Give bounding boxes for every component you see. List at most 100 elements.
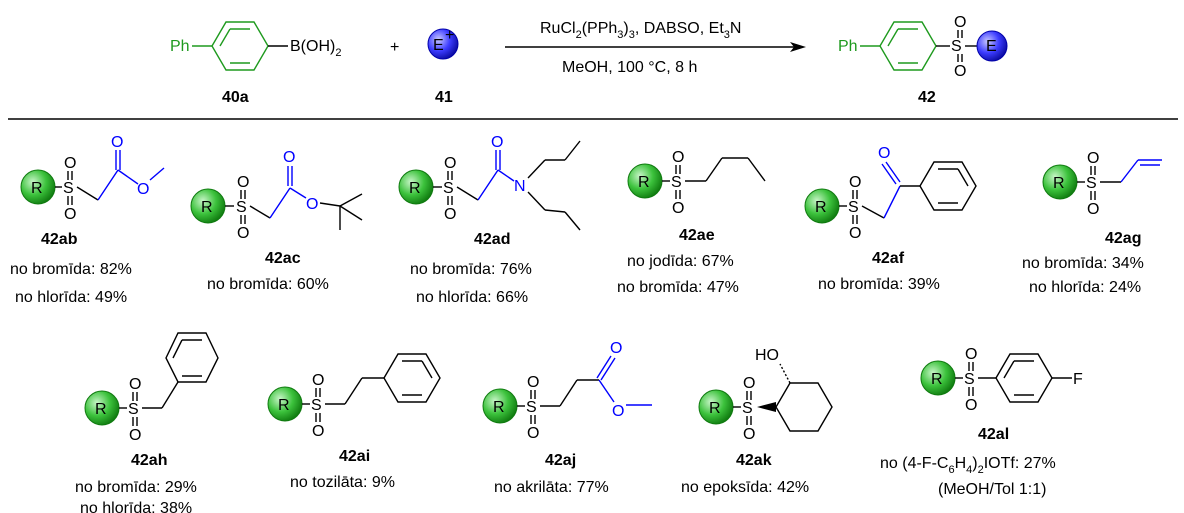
compound-id: 42ai [339,448,370,465]
svg-text:E: E [433,37,444,54]
svg-text:O: O [612,403,624,420]
svg-text:S: S [964,371,975,388]
caption-42ah: 42ah no bromīda: 29% no hlorīda: 38% [75,452,197,513]
svg-text:R: R [638,174,650,191]
svg-text:O: O [1087,150,1099,167]
svg-text:R: R [1053,175,1065,192]
svg-text:S: S [742,400,753,417]
svg-text:R: R [31,180,43,197]
yield-line: no tozilāta: 9% [290,474,395,491]
svg-text:R: R [493,399,505,416]
svg-text:O: O [64,206,76,223]
compound-id: 42af [872,250,905,267]
conditions-line-2: MeOH, 100 °C, 8 h [562,59,697,76]
svg-text:O: O [965,346,977,363]
structure-42ak: R S O O HO [698,347,833,443]
compound-label-42: 42 [918,89,936,106]
yield-line: no hlorīda: 24% [1029,279,1141,296]
yield-line: no bromīda: 82% [10,261,132,278]
svg-text:R: R [815,199,827,216]
svg-text:S: S [1086,175,1097,192]
svg-text:O: O [444,206,456,223]
caption-42ac: 42ac no bromīda: 60% [207,250,329,293]
conditions-line-1: RuCl2(PPh3)3, DABSO, Et3N [540,20,741,41]
electrophile-41: E + 41 [427,27,459,106]
compound-label-40a: 40a [222,89,249,106]
caption-42ab: 42ab no bromīda: 82% no hlorīda: 49% [10,231,132,306]
structure-42ab: R S O O O O [20,134,165,223]
compound-id: 42aj [545,452,576,469]
svg-text:O: O [491,134,503,151]
svg-text:O: O [312,372,324,389]
svg-text:S: S [443,180,454,197]
yield-line: no bromīda: 60% [207,276,329,293]
svg-text:O: O [237,174,249,191]
svg-text:R: R [201,199,213,216]
svg-text:O: O [954,14,966,31]
svg-text:O: O [237,225,249,242]
yield-line: no akrilāta: 77% [494,479,609,496]
boronic-acid-label: B(OH)2 [290,38,341,59]
svg-text:O: O [111,134,123,151]
compound-id: 42ae [679,227,715,244]
svg-text:O: O [527,374,539,391]
svg-text:O: O [137,181,149,198]
caption-42al: 42al no (4-F-C6H4)2IOTf: 27% (MeOH/Tol 1… [880,426,1056,498]
svg-text:S: S [951,38,962,55]
yield-line: no jodīda: 67% [627,253,734,270]
svg-text:R: R [931,371,943,388]
structure-42ag: R S O O [1042,150,1162,218]
compound-id: 42ah [131,452,167,469]
caption-42ai: 42ai no tozilāta: 9% [290,448,395,491]
structure-42ai: R S O O [267,353,441,440]
svg-text:O: O [1087,201,1099,218]
yield-line: no hlorīda: 38% [80,500,192,513]
svg-text:F: F [1073,371,1083,388]
caption-42ad: 42ad no bromīda: 76% no hlorīda: 66% [410,231,532,306]
reaction-arrow: RuCl2(PPh3)3, DABSO, Et3N MeOH, 100 °C, … [505,20,806,76]
yield-line: no bromīda: 39% [818,276,940,293]
caption-42ak: 42ak no epoksīda: 42% [681,452,809,496]
svg-text:E: E [986,38,997,55]
svg-text:O: O [129,427,141,444]
svg-text:S: S [236,199,247,216]
svg-text:S: S [128,401,139,418]
yield-line: no hlorīda: 49% [15,289,127,306]
svg-text:O: O [312,423,324,440]
svg-text:R: R [409,180,421,197]
svg-text:N: N [514,178,526,195]
yield-line: no bromīda: 76% [410,261,532,278]
compound-id: 42ad [474,231,510,248]
structure-42al: R S O O F [920,346,1083,414]
svg-text:O: O [878,145,890,162]
product-42: Ph S O O E 42 [838,14,1008,106]
yield-note: (MeOH/Tol 1:1) [938,481,1046,498]
svg-text:O: O [849,174,861,191]
yield-line: no bromīda: 47% [617,279,739,296]
yield-line: no epoksīda: 42% [681,479,809,496]
svg-text:S: S [848,199,859,216]
ph-label: Ph [170,38,190,55]
svg-text:O: O [672,200,684,217]
compound-label-41: 41 [435,89,453,106]
svg-text:HO: HO [755,347,779,364]
caption-42af: 42af no bromīda: 39% [818,250,940,293]
svg-text:O: O [610,340,622,357]
reactant-40a: Ph B(OH)2 40a [170,21,341,106]
svg-text:S: S [311,397,322,414]
compound-id: 42ak [736,452,772,469]
svg-text:O: O [672,149,684,166]
svg-text:O: O [306,196,318,213]
svg-text:O: O [64,155,76,172]
svg-text:R: R [278,397,290,414]
yield-line: no (4-F-C6H4)2IOTf: 27% [880,455,1056,476]
caption-42ag: 42ag no bromīda: 34% no hlorīda: 24% [1022,230,1144,296]
svg-text:O: O [965,397,977,414]
compound-id: 42al [978,426,1009,443]
svg-text:O: O [954,63,966,80]
svg-text:S: S [63,180,74,197]
svg-text:S: S [526,399,537,416]
structure-42ah: R S O O [84,332,219,444]
svg-text:O: O [129,376,141,393]
structure-42ad: R S O O O N [398,134,581,231]
